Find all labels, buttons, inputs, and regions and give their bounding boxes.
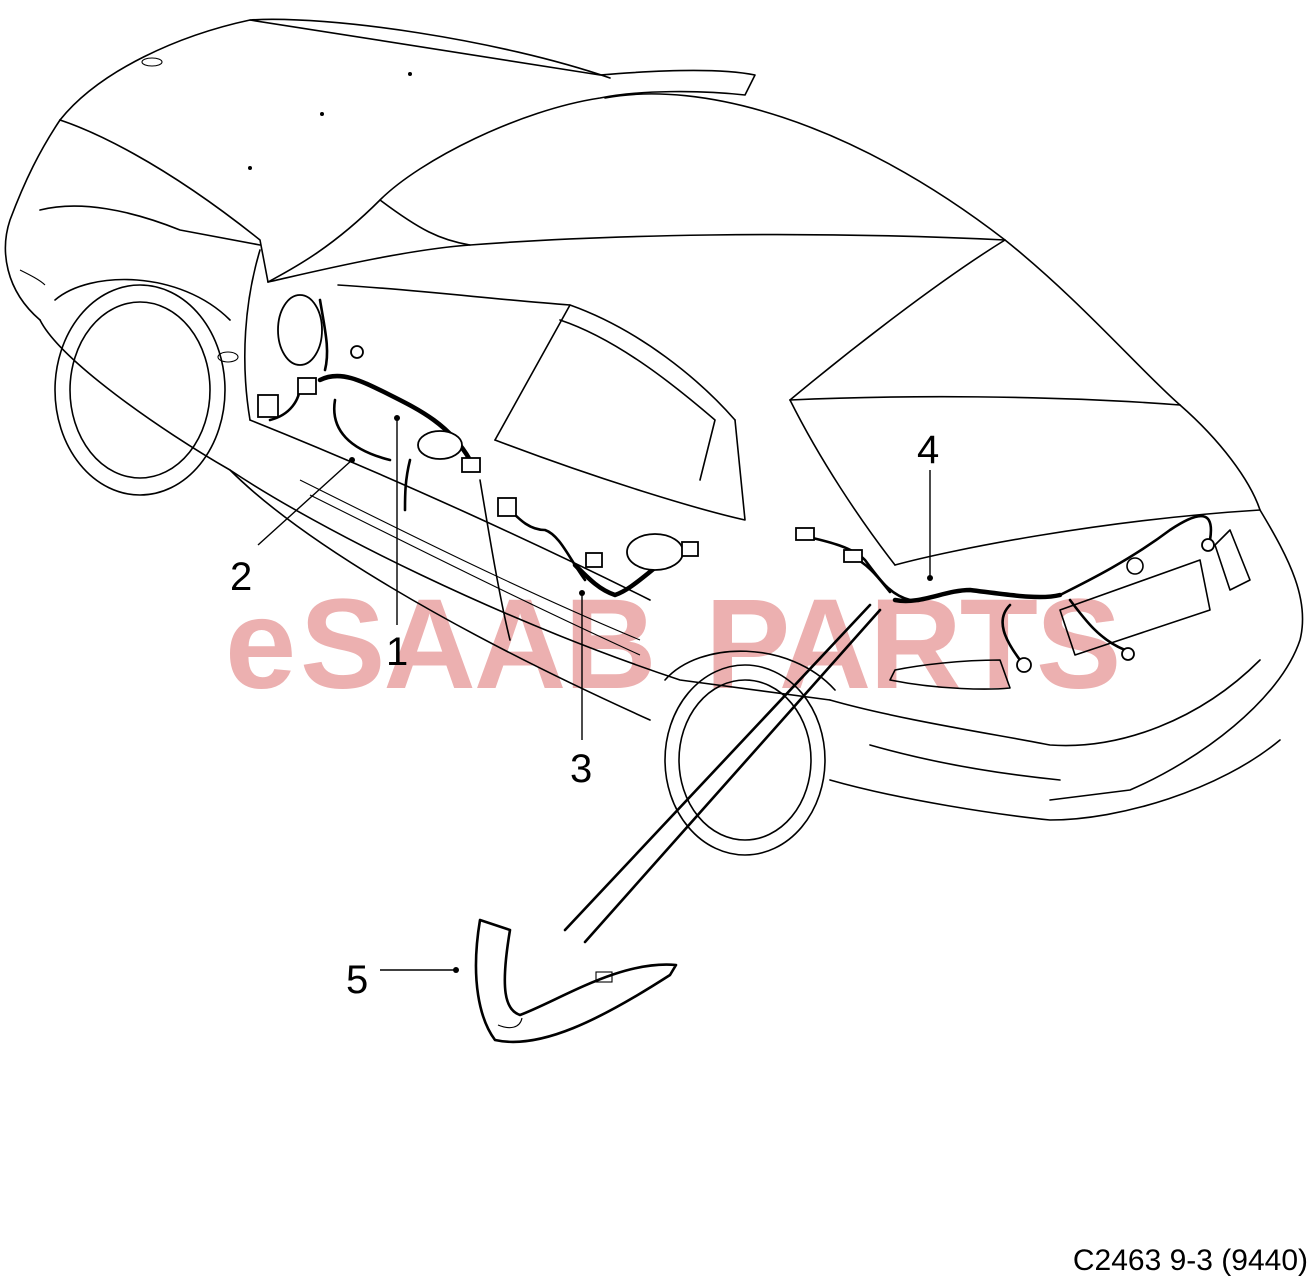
door-connector [257, 394, 279, 418]
front-door-harness [257, 294, 481, 512]
callout-1: 1 [386, 415, 408, 674]
front-wheel [54, 278, 231, 496]
rear-wheel [664, 650, 836, 856]
hood-dot [320, 112, 324, 116]
callout-3: 3 [570, 590, 592, 791]
callout-label: 1 [386, 630, 408, 674]
trunk-connector [1201, 538, 1215, 552]
callout-dot [453, 967, 459, 973]
callout-dot [579, 590, 585, 596]
trunk-connector [1016, 657, 1032, 673]
callout-label: 3 [570, 747, 592, 791]
callout-4: 4 [917, 428, 939, 581]
rear-door-handle-connector [626, 533, 684, 571]
rear-door-connector [681, 541, 699, 557]
callout-dot [394, 415, 400, 421]
trunk-lid-harness [795, 514, 1215, 673]
mirror-connector [277, 294, 323, 366]
rear-door-harness [497, 497, 699, 598]
callout-dot [927, 575, 933, 581]
car-body [4, 18, 1304, 856]
hood-dot [408, 72, 412, 76]
callout-label: 4 [917, 428, 939, 472]
trunk-connector [843, 549, 863, 563]
watermark-prefix: e [225, 573, 294, 716]
hood-dot [248, 166, 252, 170]
callout-label: 5 [346, 958, 368, 1002]
watermark-brand: SAAB [300, 573, 655, 716]
callout-label: 2 [230, 555, 252, 599]
callout-5: 5 [346, 958, 459, 1002]
trunk-connector [1121, 647, 1135, 661]
rear-door-connector [585, 552, 603, 568]
callout-2: 2 [230, 457, 355, 599]
watermark: e SAAB PARTS [225, 573, 1121, 716]
door-connector [297, 377, 317, 395]
door-connector [461, 457, 481, 473]
trunk-connector [795, 527, 815, 541]
callout-dot [349, 457, 355, 463]
figure-caption: C2463 9-3 (9440) [1072, 1244, 1308, 1277]
door-handle-connector [417, 430, 463, 460]
grommet-part [474, 603, 882, 1044]
rear-door-connector [497, 497, 517, 517]
door-connector [350, 345, 364, 359]
